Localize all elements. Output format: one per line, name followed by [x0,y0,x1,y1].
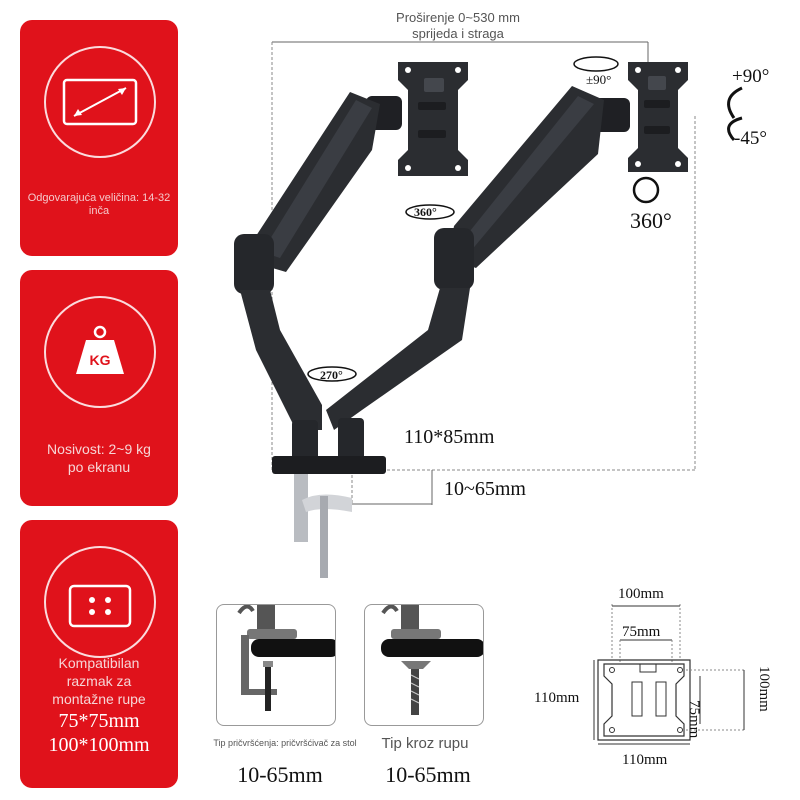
left-vesa-plate [398,62,468,176]
vesa-circle [44,546,156,658]
load-capacity-card: KG Nosivost: 2~9 kg po ekranu [20,270,178,506]
grommet-mount-icon [381,605,483,715]
left-arm [234,92,402,430]
extension-label-1: Proširenje 0~530 mm [396,10,520,25]
screen-size-card: Odgovarajuća veličina: 14-32 inča [20,20,178,256]
vesa-card: Kompatibilan razmak za montažne rupe 75*… [20,520,178,788]
tilt-up-label: +90° [732,66,770,87]
vesa-inner-width: 75mm [622,624,661,640]
vesa-outer-width: 100mm [618,586,664,602]
extension-dimension-lines [271,41,696,505]
tilt-rotation-label: ±90° [586,72,612,87]
grommet-install-box [364,604,484,726]
load-text-2: po ekranu [67,459,131,475]
desk-clamp-icon [237,605,335,711]
rotation-arrows [307,56,743,382]
tilt-down-label: -45° [734,128,767,149]
vesa-plate-width: 110mm [622,752,668,768]
monitor-swivel-label: 360° [630,208,672,233]
load-text-1: Nosivost: 2~9 kg [47,441,151,457]
vesa-text-3: montažne rupe [52,691,146,707]
vesa-outer-height: 100mm [756,666,772,712]
base-and-clamp [272,418,386,578]
vesa-text-2: razmak za [66,673,132,689]
right-arm [326,86,630,430]
grommet-caption: Tip kroz rupu [381,735,469,752]
vesa-holes-icon [68,584,132,628]
base-swivel-label: 270° [320,368,343,382]
vesa-size-1: 75*75mm [58,710,140,732]
screen-size-circle [44,46,156,158]
clamp-range-label: 10~65mm [444,478,526,500]
base-size-label: 110*85mm [404,426,495,448]
arm-swivel-label: 360° [414,205,437,219]
extension-label-2: sprijeda i straga [412,26,504,41]
clamp-caption: Tip pričvršćenja: pričvršćivač za stol [213,738,357,748]
grommet-range: 10-65mm [385,762,471,787]
right-vesa-plate [628,62,688,172]
vesa-plate-height: 110mm [534,690,580,706]
screen-diagonal-icon [62,78,138,126]
load-circle: KG [44,296,156,408]
clamp-install-box [216,604,336,726]
vesa-size-2: 100*100mm [48,734,150,756]
screen-size-text: Odgovarajuća veličina: 14-32 inča [27,192,171,217]
clamp-range: 10-65mm [237,762,323,787]
vesa-inner-height: 75mm [686,700,702,739]
weight-icon [76,325,124,374]
weight-unit: KG [89,352,111,368]
vesa-text-1: Kompatibilan [58,655,140,671]
